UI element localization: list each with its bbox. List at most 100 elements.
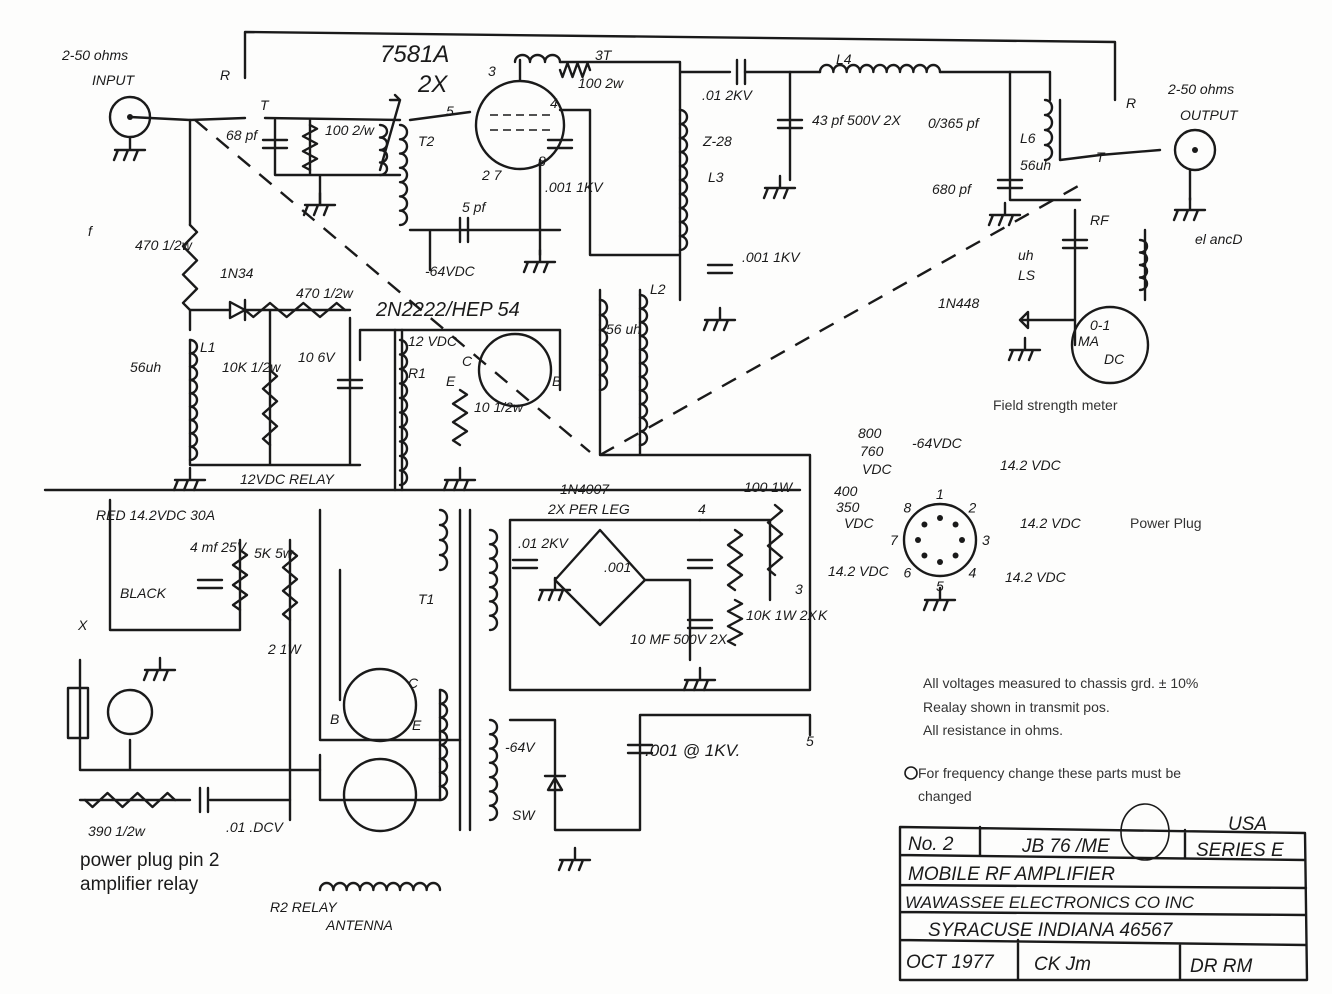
psu-plug-note-1: power plug pin 2 bbox=[80, 850, 219, 871]
pp-vdc2: VDC bbox=[844, 515, 874, 531]
inductor-l4 bbox=[818, 63, 942, 74]
pp-title: Power Plug bbox=[1130, 515, 1202, 531]
psu-labels: 1N4007 2X PER LEG 4 100 1W .01 2KV .001 … bbox=[77, 479, 828, 933]
power-plug-pin-number: 4 bbox=[969, 565, 977, 581]
inductor-meter bbox=[1138, 238, 1149, 292]
transistor-lower bbox=[342, 757, 418, 833]
output-var: 0/365 pf bbox=[928, 115, 981, 131]
transformer-t2 bbox=[398, 123, 409, 227]
psu-cap2: 4 mf 25V bbox=[190, 539, 248, 555]
tube-pin8: 8 bbox=[538, 153, 546, 169]
tube-pin4: 4 bbox=[550, 95, 558, 111]
psu-sw: SW bbox=[512, 807, 536, 823]
tube-pin3: 3 bbox=[488, 63, 496, 79]
psu-t1: T1 bbox=[418, 591, 434, 607]
meter-caption: Field strength meter bbox=[993, 397, 1118, 413]
input-connector-pin bbox=[127, 114, 133, 120]
note-4: For frequency change these parts must be bbox=[918, 765, 1181, 781]
resistor-10k-a bbox=[726, 528, 744, 592]
power-plug-pin bbox=[959, 537, 965, 543]
ctrl-b: B bbox=[552, 373, 561, 389]
psu-node-5: 5 bbox=[806, 733, 814, 749]
ground-icon bbox=[112, 136, 147, 162]
tube-type: 7581A bbox=[380, 41, 449, 68]
t2-secondary-wire bbox=[408, 110, 562, 272]
zener-diode bbox=[543, 774, 567, 792]
tube-cap-fb: 5 pf bbox=[462, 199, 487, 215]
resistor-10k-b bbox=[726, 598, 744, 647]
fuse bbox=[66, 686, 90, 740]
tb-country: USA bbox=[1228, 814, 1267, 835]
resistor-470-b bbox=[243, 301, 347, 319]
ground-icon bbox=[702, 306, 737, 332]
psu-r2: 2 1W bbox=[267, 641, 302, 657]
ground-icon bbox=[682, 666, 717, 692]
meter-uh: uh bbox=[1018, 247, 1034, 263]
pp-p3: 14.2 VDC bbox=[1005, 569, 1067, 585]
note-2: Realay shown in transmit pos. bbox=[923, 699, 1110, 715]
input-wire bbox=[128, 115, 402, 122]
pp-p2: 14.2 VDC bbox=[1020, 515, 1082, 531]
transformer-input bbox=[378, 123, 389, 177]
psu-r2-relay: R2 RELAY bbox=[270, 899, 338, 915]
ground-icon bbox=[172, 466, 207, 492]
ground-icon bbox=[557, 846, 592, 872]
psu-caps: 10 MF 500V 2X bbox=[630, 631, 728, 647]
relay-linkage-dashed bbox=[194, 119, 1081, 457]
tube-bias: -64VDC bbox=[425, 263, 476, 279]
psu-c-01: .01 .DCV bbox=[226, 819, 284, 835]
meter-antenna: el ancD bbox=[1195, 231, 1242, 247]
field-strength-meter bbox=[1070, 305, 1150, 385]
psu-b: B bbox=[330, 711, 339, 727]
psu-e: E bbox=[412, 717, 422, 733]
ctrl-r1: 470 1/2w bbox=[135, 237, 193, 253]
output-l6v: 56uh bbox=[1020, 157, 1051, 173]
pilot-lamp bbox=[106, 688, 154, 736]
cap-680pf bbox=[996, 178, 1024, 190]
power-plug-pin-number: 8 bbox=[903, 499, 911, 515]
frequency-part-marker-icon bbox=[904, 766, 918, 780]
ctrl-f: f bbox=[88, 223, 94, 239]
psu-black: BLACK bbox=[120, 585, 167, 601]
resistor-100-1w bbox=[766, 503, 784, 577]
ctrl-c: C bbox=[462, 353, 473, 369]
cap-001-hv bbox=[626, 743, 654, 755]
power-plug-pin-number: 6 bbox=[903, 565, 911, 581]
psu-plug-note-2: amplifier relay bbox=[80, 874, 199, 895]
output-labels: .01 2KV L4 43 pf 500V 2X Z-28 L3 0/365 p… bbox=[702, 51, 1239, 265]
pp-vdc1: VDC bbox=[862, 461, 892, 477]
wires bbox=[43, 30, 1192, 832]
pp-v350: 350 bbox=[836, 499, 860, 515]
psu-c01: .01 2KV bbox=[518, 535, 569, 551]
psu-node-4: 4 bbox=[698, 501, 706, 517]
title-circle-mark bbox=[1120, 803, 1170, 861]
ctrl-relay: R1 bbox=[408, 365, 426, 381]
ctrl-l2v: 56 uh bbox=[606, 321, 641, 337]
output-relay-t: T bbox=[1096, 149, 1106, 165]
meter-rf: RF bbox=[1090, 212, 1110, 228]
output-l4: L4 bbox=[836, 51, 852, 67]
output-impedance: 2-50 ohms bbox=[1167, 81, 1234, 97]
tb-address: SYRACUSE INDIANA 46567 bbox=[928, 920, 1174, 941]
output-c1: .01 2KV bbox=[702, 87, 753, 103]
ctrl-relay-label: 12VDC RELAY bbox=[240, 471, 336, 487]
cap-10mf-b bbox=[686, 618, 714, 630]
meter-range: 0-1 bbox=[1090, 317, 1110, 333]
input-labels: 2-50 ohms INPUT R T 68 pf 100 2/w bbox=[61, 47, 375, 143]
variable-core-arrow bbox=[378, 93, 402, 172]
tube-coil: 3T bbox=[595, 47, 613, 63]
grounds bbox=[112, 136, 1207, 872]
negative-supply-wire bbox=[508, 713, 812, 832]
ctrl-c1: 10 6V bbox=[298, 349, 336, 365]
ctrl-v12: 12 VDC bbox=[408, 333, 458, 349]
psu-c-hv: .001 @ 1KV. bbox=[645, 741, 740, 760]
pp-v800: 800 bbox=[858, 425, 882, 441]
power-plug-pin-number: 2 bbox=[968, 499, 977, 515]
tb-date: OCT 1977 bbox=[906, 952, 995, 973]
tube-pin2-7: 2 7 bbox=[481, 167, 503, 183]
pp-v400: 400 bbox=[834, 483, 858, 499]
ctrl-r3: 10K 1/2w bbox=[222, 359, 281, 375]
ctrl-d1: 1N34 bbox=[220, 265, 254, 281]
